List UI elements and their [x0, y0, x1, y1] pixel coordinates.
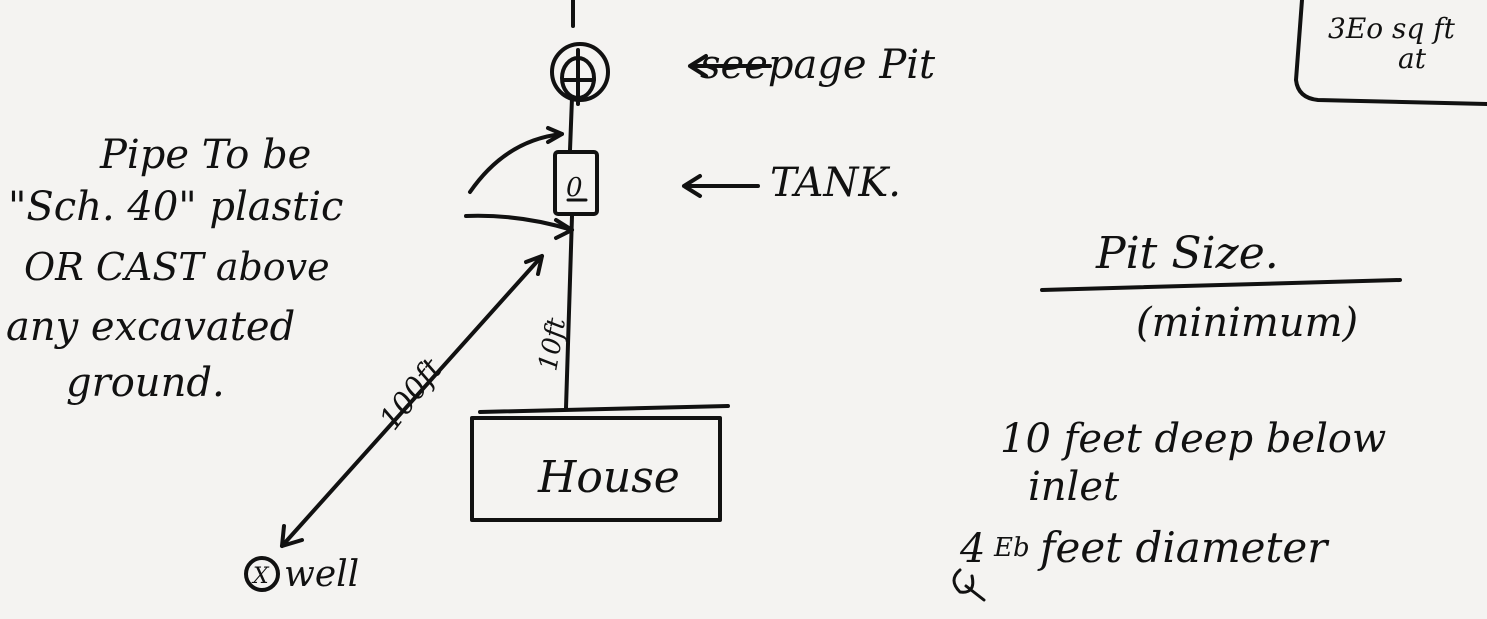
depth-line1: 10 feet deep below [1000, 416, 1386, 462]
pipe-note-line5: ground. [66, 360, 225, 406]
well-marker-x: X [251, 564, 270, 589]
tank-symbol [553, 150, 599, 216]
well-marker [244, 556, 280, 592]
seepage-pit-symbol [550, 42, 610, 106]
pit-size-subtitle: (minimum) [1136, 300, 1358, 346]
well-arrowhead-top [524, 254, 544, 276]
pipe-note-arrow-lower [464, 213, 574, 232]
pipe-note-arrowhead-upper [546, 126, 564, 144]
tank-mark: 0 [566, 173, 583, 203]
tank-label: TANK. [770, 160, 901, 206]
diameter-correction-mark [952, 568, 986, 602]
tank-arrow [682, 174, 760, 198]
seepage-pit-arrow [688, 54, 772, 78]
pipe-tank-to-house [564, 214, 574, 410]
pipe-note-line3: OR CAST above [24, 245, 330, 289]
pit-size-underline [1040, 278, 1402, 292]
corner-note-box [1294, 0, 1487, 106]
pipe-note-arrowhead-lower [554, 218, 574, 240]
well-arrowhead-bottom [280, 524, 304, 548]
corner-note-line2: at [1398, 42, 1427, 75]
pipe-note-line2: "Sch. 40" plastic [8, 184, 343, 230]
pipe-note-arrow-upper [468, 132, 564, 194]
diameter-line: feet diameter [1037, 523, 1330, 572]
corner-note-line1: 3Eo sq ft [1328, 12, 1456, 45]
diameter-crossed-value: Eb [993, 533, 1030, 563]
pit-size-title: Pit Size. [1095, 228, 1279, 279]
pipe-note-line4: any excavated [6, 304, 295, 350]
pipe-pit-to-tank [568, 96, 574, 152]
well-distance-label: 100ft [373, 351, 451, 437]
house-label: House [537, 452, 680, 503]
diameter-value: 4 [959, 526, 985, 572]
house-box [470, 416, 722, 522]
well-distance-line [280, 254, 544, 548]
house-top-line [478, 404, 730, 414]
depth-line2: inlet [1028, 464, 1120, 510]
well-label: well [284, 554, 359, 595]
pipe-note-line1: Pipe To be [99, 132, 311, 178]
